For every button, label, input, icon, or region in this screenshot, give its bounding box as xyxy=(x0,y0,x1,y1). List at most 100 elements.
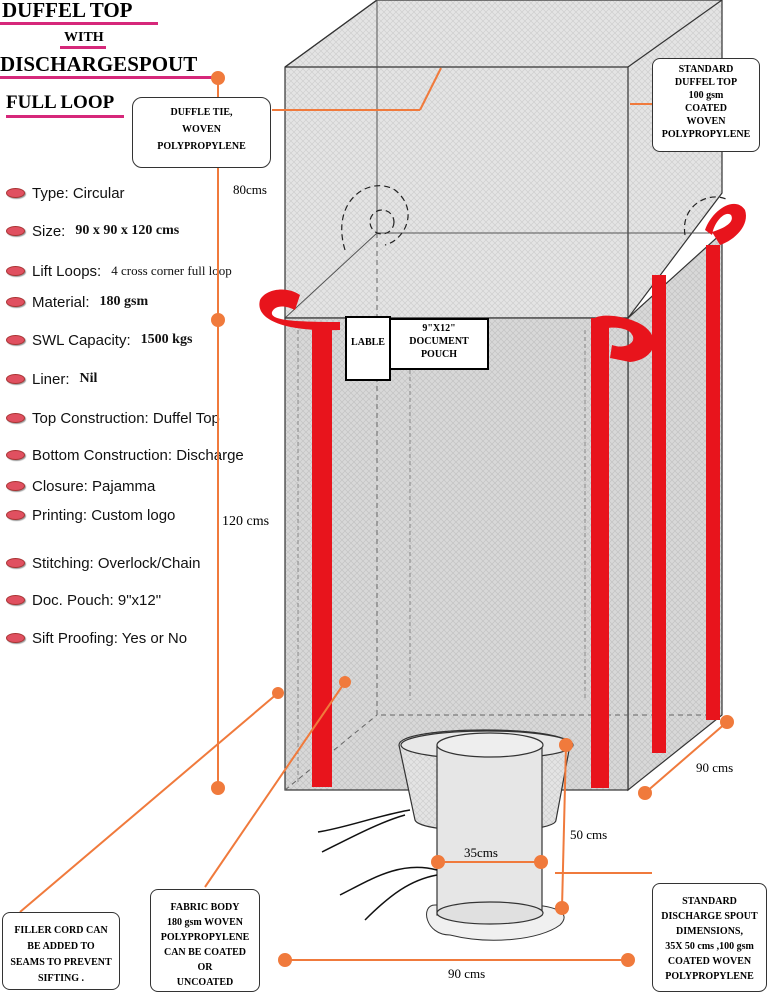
title-underline xyxy=(0,22,158,25)
bullet-icon xyxy=(6,335,25,345)
spec-label: Bottom Construction: Discharge xyxy=(32,446,244,464)
callout-line: BE ADDED TO xyxy=(27,941,95,952)
spec-row: SWL Capacity: 1500 kgs xyxy=(6,331,192,349)
spec-row: Type: Circular xyxy=(6,184,125,202)
spec-row: Material: 180 gsm xyxy=(6,293,148,311)
lable-text: LABLE xyxy=(351,337,385,348)
spec-label: Printing: Custom logo xyxy=(32,506,176,524)
spec-label: SWL Capacity: xyxy=(32,331,131,349)
spec-row: Bottom Construction: Discharge xyxy=(6,446,244,464)
spec-row: Closure: Pajamma xyxy=(6,477,155,495)
callout-line: COATED xyxy=(684,103,728,114)
callout-line: FABRIC BODY xyxy=(170,902,240,913)
callout-line: STANDARD xyxy=(678,64,734,75)
callout-line: 35X 50 cms ,100 gsm xyxy=(665,941,754,952)
spec-label: Size: xyxy=(32,222,66,240)
title-full-loop: FULL LOOP xyxy=(6,92,115,113)
callout-line: WOVEN xyxy=(182,124,221,135)
bullet-icon xyxy=(6,595,25,605)
dim-spout-diameter: 35cms xyxy=(464,845,498,860)
callout-line: DIMENSIONS, xyxy=(676,926,743,937)
pouch-line: POUCH xyxy=(420,349,458,360)
spec-label: Closure: Pajamma xyxy=(32,477,156,495)
title-underline xyxy=(6,115,124,118)
lable-tag: LABLE xyxy=(348,336,388,356)
spec-row: Printing: Custom logo xyxy=(6,506,175,524)
spec-label: Top Construction: Duffel Top xyxy=(32,409,220,427)
spec-row: Liner: Nil xyxy=(6,370,97,388)
dim-top-height: 80cms xyxy=(233,182,267,197)
bullet-icon xyxy=(6,374,25,384)
spec-label: Sift Proofing: Yes or No xyxy=(32,629,188,647)
bullet-icon xyxy=(6,297,25,307)
bullet-icon xyxy=(6,633,25,643)
lift-loops xyxy=(259,203,746,788)
callout-line: COATED WOVEN xyxy=(667,956,752,967)
title-discharge-spout: DISCHARGESPOUT xyxy=(0,52,198,76)
spec-row: Size: 90 x 90 x 120 cms xyxy=(6,222,179,240)
callout-line: STANDARD xyxy=(682,896,737,907)
dim-spout-length: 50 cms xyxy=(570,827,608,842)
callout-line: DUFFLE TIE, xyxy=(170,107,233,118)
dim-body-height: 120 cms xyxy=(222,514,270,529)
callout-line: POLYPROPYLENE xyxy=(665,971,754,982)
spec-row: Lift Loops: 4 cross corner full loop xyxy=(6,262,232,280)
callout-line: OR xyxy=(197,962,213,973)
bullet-icon xyxy=(6,413,25,423)
spec-value: 180 gsm xyxy=(99,294,149,309)
spec-value: 1500 kgs xyxy=(140,332,193,347)
spec-value: Nil xyxy=(79,371,98,386)
title-duffel-top: DUFFEL TOP xyxy=(2,0,133,22)
callout-line: POLYPROPYLENE xyxy=(661,129,751,140)
bullet-icon xyxy=(6,558,25,568)
bag-body xyxy=(284,231,723,792)
title-underline xyxy=(0,76,222,79)
dimension-leaders xyxy=(19,67,734,967)
spec-row: Stitching: Overlock/Chain xyxy=(6,554,200,572)
bullet-icon xyxy=(6,188,25,198)
bullet-icon xyxy=(6,226,25,236)
spec-label: Material: xyxy=(32,293,90,311)
bullet-icon xyxy=(6,481,25,491)
callout-duffle-tie: DUFFLE TIE, WOVEN POLYPROPYLENE xyxy=(132,97,271,168)
callout-line: 100 gsm xyxy=(688,90,724,101)
document-pouch: 9"X12" DOCUMENT POUCH xyxy=(392,320,486,368)
callout-line: SIFTING . xyxy=(37,973,85,984)
title-with: WITH xyxy=(64,30,104,45)
spec-value: 4 cross corner full loop xyxy=(111,263,232,278)
title-underline xyxy=(60,46,106,49)
callout-line: SEAMS TO PREVENT xyxy=(10,957,112,968)
spec-label: Type: Circular xyxy=(32,184,125,202)
callout-line: POLYPROPYLENE xyxy=(160,932,250,943)
spec-label: Doc. Pouch: 9"x12" xyxy=(32,591,162,609)
pouch-line: 9"X12" xyxy=(422,323,456,334)
dim-width: 90 cms xyxy=(448,966,486,981)
callout-line: POLYPROPYLENE xyxy=(157,141,246,152)
pouch-line: DOCUMENT xyxy=(409,336,469,347)
dim-depth: 90 cms xyxy=(696,760,734,775)
callout-line: DUFFEL TOP xyxy=(674,77,738,88)
callout-line: FILLER CORD CAN xyxy=(14,925,108,936)
callout-line: DISCHARGE SPOUT xyxy=(661,911,758,922)
spec-value: 90 x 90 x 120 cms xyxy=(75,223,180,238)
callout-line: CAN BE COATED xyxy=(163,947,247,958)
spec-label: Liner: xyxy=(32,370,70,388)
spec-label: Stitching: Overlock/Chain xyxy=(32,554,201,572)
bullet-icon xyxy=(6,510,25,520)
discharge-spout xyxy=(317,729,574,941)
spec-row: Top Construction: Duffel Top xyxy=(6,409,220,427)
spec-row: Doc. Pouch: 9"x12" xyxy=(6,591,161,609)
callout-line: UNCOATED xyxy=(176,977,234,988)
callout-line: 180 gsm WOVEN xyxy=(167,917,243,928)
spec-label: Lift Loops: xyxy=(32,262,102,280)
callout-filler-cord: FILLER CORD CAN BE ADDED TO SEAMS TO PRE… xyxy=(2,912,120,990)
duffel-top xyxy=(284,0,723,319)
callout-standard-duffel: STANDARD DUFFEL TOP 100 gsm COATED WOVEN… xyxy=(652,58,760,152)
spec-row: Sift Proofing: Yes or No xyxy=(6,629,187,647)
bullet-icon xyxy=(6,266,25,276)
callout-spout-dimensions: STANDARD DISCHARGE SPOUT DIMENSIONS, 35X… xyxy=(652,883,767,992)
label-pouch-outlines xyxy=(345,316,489,381)
callout-fabric-body: FABRIC BODY 180 gsm WOVEN POLYPROPYLENE … xyxy=(150,889,260,992)
loop-outlines xyxy=(341,185,729,251)
